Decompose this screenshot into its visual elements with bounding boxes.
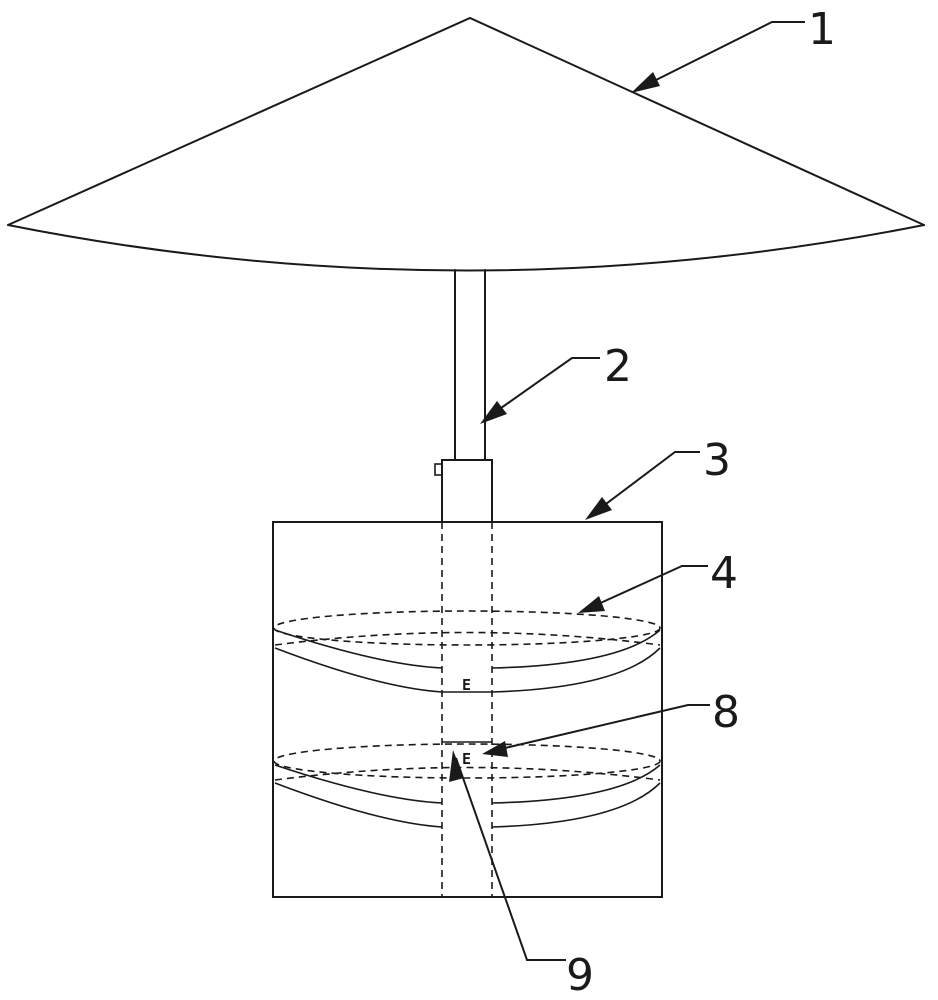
- leader-8: [482, 705, 710, 757]
- leader-9: [449, 750, 566, 960]
- leader-1: [631, 22, 805, 93]
- pole-sleeve: [435, 460, 492, 522]
- label-9: 9: [566, 950, 594, 1000]
- leader-4: [578, 566, 708, 613]
- leader-3: [585, 452, 700, 520]
- label-4: 4: [710, 548, 738, 599]
- label-8: 8: [712, 687, 740, 738]
- label-3: 3: [703, 435, 731, 486]
- support-pole: [455, 270, 485, 460]
- leader-2: [480, 358, 600, 424]
- lower-stepper-mark: E: [462, 750, 471, 768]
- umbrella-canopy: [8, 18, 924, 271]
- label-1: 1: [808, 4, 836, 55]
- label-2: 2: [604, 341, 632, 392]
- upper-stepper-mark: E: [462, 676, 471, 694]
- base-box: [273, 522, 662, 897]
